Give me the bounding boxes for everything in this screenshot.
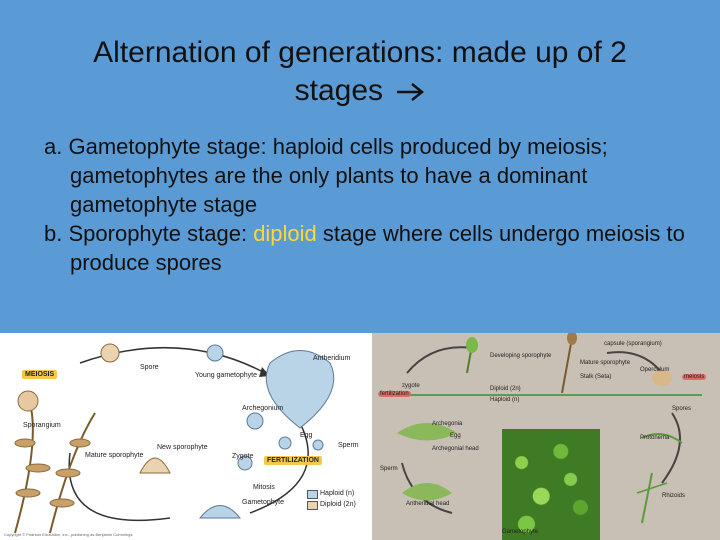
moss-life-cycle-figure: capsule (sporangium) Developing sporophy… <box>372 333 720 540</box>
diploid-legend-label: Diploid (2n) <box>320 501 356 508</box>
fern-life-cycle-figure: MEIOSIS Spore Young gametophyte Antherid… <box>0 333 372 540</box>
archegonial-head-label: Archegonial head <box>432 446 479 452</box>
archegonia-label: Archegonia <box>432 421 463 427</box>
capsule-label: capsule (sporangium) <box>604 341 662 347</box>
gametophyte-label: Gametophyte <box>242 499 285 506</box>
spore-label: Spore <box>140 364 159 371</box>
young-gametophyte-label: Young gametophyte <box>195 372 258 379</box>
list-item-sporophyte: b. Sporophyte stage: diploid stage where… <box>44 219 694 277</box>
title-line-1: Alternation of generations: made up of 2 <box>93 36 627 69</box>
item-b-after: stage where cells undergo meiosis to pro… <box>70 221 685 275</box>
antheridial-head-label: Antheridial head <box>406 501 450 507</box>
sperm-label: Sperm <box>380 466 398 472</box>
haploid-legend-swatch <box>307 490 318 499</box>
copyright-text: Copyright © Pearson Education, Inc., pub… <box>4 532 134 537</box>
item-a-prefix: a. <box>44 134 63 159</box>
fertilization-tag: FERTILIZATION <box>264 456 322 465</box>
item-b-highlight: diploid <box>253 221 317 246</box>
meiosis-tag: MEIOSIS <box>22 370 58 379</box>
zygote-label: zygote <box>402 383 420 389</box>
mature-sporophyte-label: Mature sporophyte <box>85 452 144 459</box>
diploid-legend-swatch <box>307 501 318 510</box>
title-line-2-text: stages <box>294 74 384 107</box>
fertilization-badge: fertilization <box>378 391 411 397</box>
sporangium-label: Sporangium <box>23 422 61 429</box>
fern-cycle-drawing <box>14 343 335 534</box>
egg-label: Egg <box>300 432 313 439</box>
zygote-label: Zygote <box>232 453 254 460</box>
moss-cycle-drawing <box>380 333 702 524</box>
title-line-2: stages <box>0 72 720 110</box>
sperm-label: Sperm <box>338 442 359 449</box>
slide-title: Alternation of generations: made up of 2… <box>0 34 720 110</box>
new-sporophyte-label: New sporophyte <box>157 444 208 451</box>
haploid-legend-label: Haploid (n) <box>320 490 355 497</box>
item-b-prefix: b. <box>44 221 63 246</box>
meiosis-badge: meiosis <box>682 374 707 380</box>
stalk-label: Stalk (Seta) <box>580 374 612 380</box>
rhizoids-label: Rhizoids <box>662 493 686 499</box>
right-arrow-icon <box>397 83 425 102</box>
haploid-label: Haploid (n) <box>490 397 520 403</box>
operculum-label: Operculum <box>640 367 670 373</box>
egg-label: Egg <box>450 433 461 439</box>
item-a-text: Gametophyte stage: haploid cells produce… <box>68 134 608 217</box>
protonema-label: Protonema <box>640 435 670 441</box>
spores-label: Spores <box>672 406 692 412</box>
archegonium-label: Archegonium <box>242 405 284 412</box>
antheridium-label: Antheridium <box>313 355 351 362</box>
mitosis-label: Mitosis <box>253 484 275 491</box>
gametophyte-label: Gametophyte <box>502 529 539 535</box>
developing-sporophyte-label: Developing sporophyte <box>490 353 552 359</box>
slide-body: a. Gametophyte stage: haploid cells prod… <box>44 132 694 277</box>
moss-photo <box>502 429 600 540</box>
mature-sporophyte-label: Mature sporophyte <box>580 360 631 366</box>
item-b-before: Sporophyte stage: <box>68 221 248 246</box>
list-item-gametophyte: a. Gametophyte stage: haploid cells prod… <box>44 132 694 219</box>
diploid-label: Diploid (2n) <box>490 386 521 392</box>
